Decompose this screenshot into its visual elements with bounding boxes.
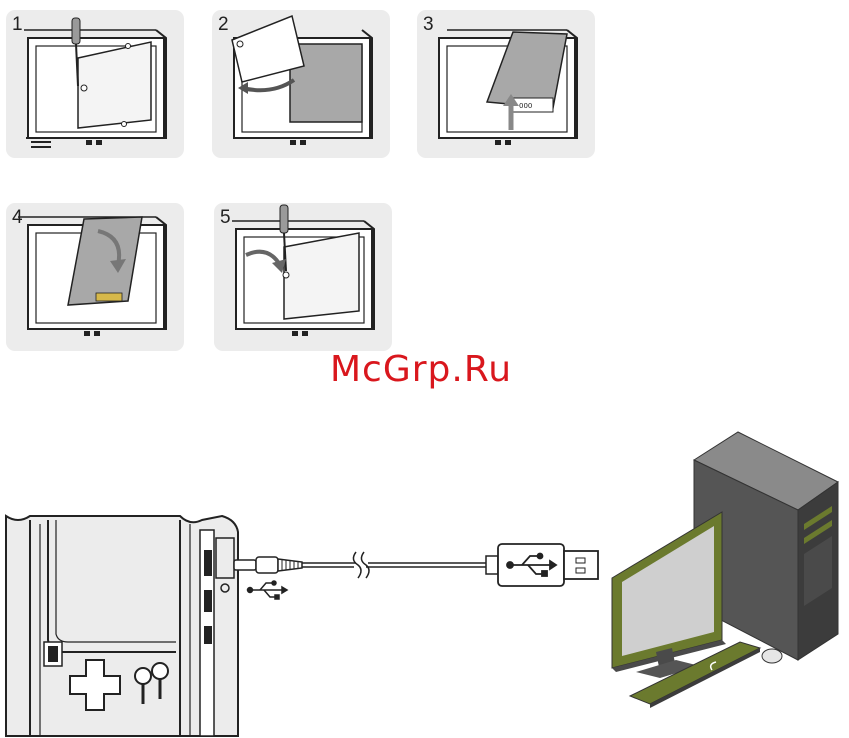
handheld-device bbox=[6, 516, 238, 736]
mouse-icon bbox=[762, 649, 782, 663]
step-4-illustration bbox=[6, 203, 184, 351]
step-2-illustration bbox=[212, 10, 390, 158]
usb-port-symbol-icon bbox=[248, 581, 288, 599]
step-5-number: 5 bbox=[220, 207, 231, 229]
step-1-illustration bbox=[6, 10, 184, 158]
usb-connection-illustration bbox=[0, 420, 849, 738]
step-5-illustration bbox=[214, 203, 392, 351]
screwdriver-icon bbox=[72, 18, 80, 44]
step-2-number: 2 bbox=[218, 14, 229, 36]
step-2-panel: 2 bbox=[212, 10, 390, 158]
step-3-number: 3 bbox=[423, 14, 434, 36]
step-3-illustration: 000 bbox=[417, 10, 595, 158]
micro-usb-plug bbox=[234, 560, 256, 570]
svg-text:000: 000 bbox=[519, 102, 532, 110]
step-1-number: 1 bbox=[12, 14, 23, 36]
step-3-panel: 000 3 bbox=[417, 10, 595, 158]
desktop-computer bbox=[612, 432, 838, 708]
monitor-icon bbox=[612, 512, 726, 678]
watermark: McGrp.Ru bbox=[330, 349, 512, 390]
screwdriver-icon bbox=[280, 205, 288, 233]
usb-cable bbox=[234, 544, 598, 586]
step-4-number: 4 bbox=[12, 207, 23, 229]
step-1-panel: 1 bbox=[6, 10, 184, 158]
step-4-panel: 4 bbox=[6, 203, 184, 351]
step-5-panel: 5 bbox=[214, 203, 392, 351]
